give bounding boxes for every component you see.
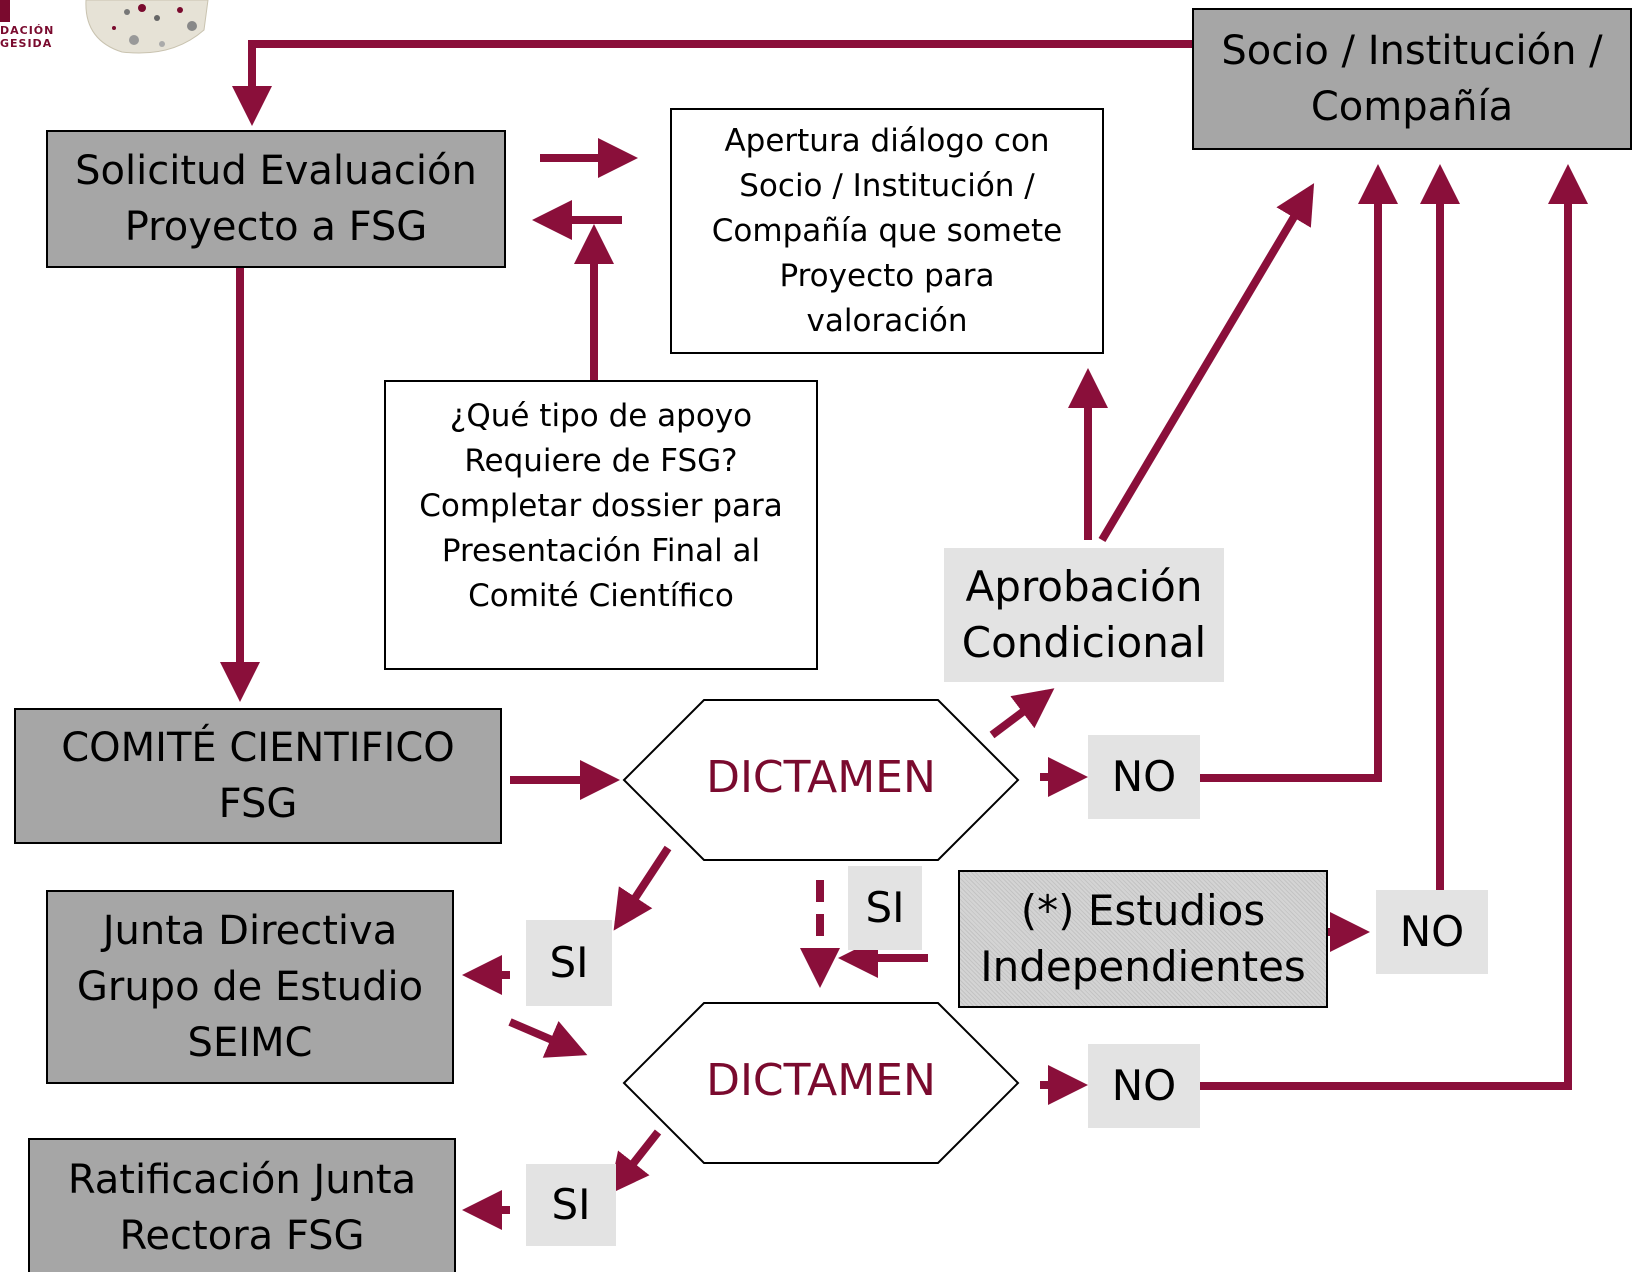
no-label-1: NO — [1111, 752, 1177, 801]
que-tipo-line-1: ¿Qué tipo de apoyo — [449, 398, 753, 434]
aprobacion-condicional-box: Aprobación Condicional — [944, 548, 1224, 682]
apertura-dialogo-box: Apertura diálogo con Socio / Institución… — [670, 108, 1104, 354]
logo-text-line-2: GESIDA — [0, 37, 53, 50]
estudios-independientes-box: (*) Estudios Independientes — [958, 870, 1328, 1008]
junta-line-3: SEIMC — [187, 1020, 313, 1066]
no-label-2: NO — [1399, 907, 1465, 956]
comite-line-2: FSG — [218, 781, 298, 827]
dictamen-hexagon-2 — [622, 1002, 1020, 1164]
que-tipo-line-3: Completar dossier para — [419, 488, 783, 524]
socio-institucion-compania-box: Socio / Institución / Compañía — [1192, 8, 1632, 150]
si-box-center: SI — [848, 866, 922, 950]
logo-emblem — [85, 0, 209, 54]
no-box-3: NO — [1088, 1044, 1200, 1128]
comite-line-1: COMITÉ CIENTIFICO — [61, 725, 455, 771]
fundacion-gesida-logo: DACIÓN GESIDA — [0, 0, 215, 58]
dictamen-hexagon-1 — [622, 699, 1020, 861]
apertura-line-3: Compañía que somete — [711, 212, 1063, 249]
dictamen-label-1: DICTAMEN — [706, 752, 936, 803]
arrow-junta-to-dictamen2 — [508, 1018, 588, 1058]
si-label-2: SI — [551, 1180, 591, 1229]
si-label-center: SI — [865, 883, 905, 932]
estudios-line-2: Independientes — [980, 942, 1306, 991]
solicitud-evaluacion-box: Solicitud Evaluación Proyecto a FSG — [46, 130, 506, 268]
dictamen-label-2: DICTAMEN — [706, 1055, 936, 1106]
apertura-line-1: Apertura diálogo con — [724, 122, 1050, 159]
comite-cientifico-box: COMITÉ CIENTIFICO FSG — [14, 708, 502, 844]
no-box-1: NO — [1088, 735, 1200, 819]
solicitud-line-1: Solicitud Evaluación — [75, 148, 477, 194]
arrow-dictamen1-to-aprobacion — [989, 688, 1055, 739]
ratificacion-line-1: Ratificación Junta — [67, 1157, 417, 1203]
line-no1-to-socio — [1200, 164, 1398, 782]
no-label-3: NO — [1111, 1061, 1177, 1110]
socio-line-1: Socio / Institución / — [1221, 28, 1603, 74]
aprobacion-line-1: Aprobación — [965, 562, 1203, 611]
logo-mark — [0, 0, 10, 22]
socio-line-2: Compañía — [1310, 84, 1514, 130]
si-box-1: SI — [526, 920, 612, 1006]
que-tipo-line-4: Presentación Final al — [441, 533, 761, 569]
que-tipo-apoyo-box: ¿Qué tipo de apoyo Requiere de FSG? Comp… — [384, 380, 818, 670]
arrow-aprobacion-to-socio — [1098, 183, 1315, 543]
que-tipo-line-5: Comité Científico — [468, 578, 734, 614]
junta-line-1: Junta Directiva — [102, 908, 398, 954]
arrow-dictamen1-to-si1 — [613, 845, 672, 931]
ratificacion-line-2: Rectora FSG — [119, 1213, 365, 1259]
arrow-dictamen2-to-si2 — [609, 1129, 662, 1195]
ratificacion-junta-box: Ratificación Junta Rectora FSG — [28, 1138, 456, 1272]
si-label-1: SI — [549, 938, 589, 987]
apertura-line-5: valoración — [806, 302, 968, 339]
logo-text-line-1: DACIÓN — [0, 24, 55, 37]
no-box-2: NO — [1376, 890, 1488, 974]
si-box-2: SI — [526, 1164, 616, 1246]
estudios-line-1: (*) Estudios — [1020, 886, 1266, 935]
apertura-line-2: Socio / Institución / — [739, 167, 1035, 204]
line-no3-to-socio — [1200, 164, 1588, 1090]
logo-text: DACIÓN GESIDA — [0, 24, 54, 50]
junta-directiva-box: Junta Directiva Grupo de Estudio SEIMC — [46, 890, 454, 1084]
arrow-socio-to-solicitud — [232, 40, 1192, 126]
solicitud-line-2: Proyecto a FSG — [124, 204, 428, 250]
junta-line-2: Grupo de Estudio — [76, 964, 424, 1010]
aprobacion-line-2: Condicional — [961, 618, 1207, 667]
que-tipo-line-2: Requiere de FSG? — [464, 443, 738, 479]
apertura-line-4: Proyecto para — [779, 257, 995, 294]
